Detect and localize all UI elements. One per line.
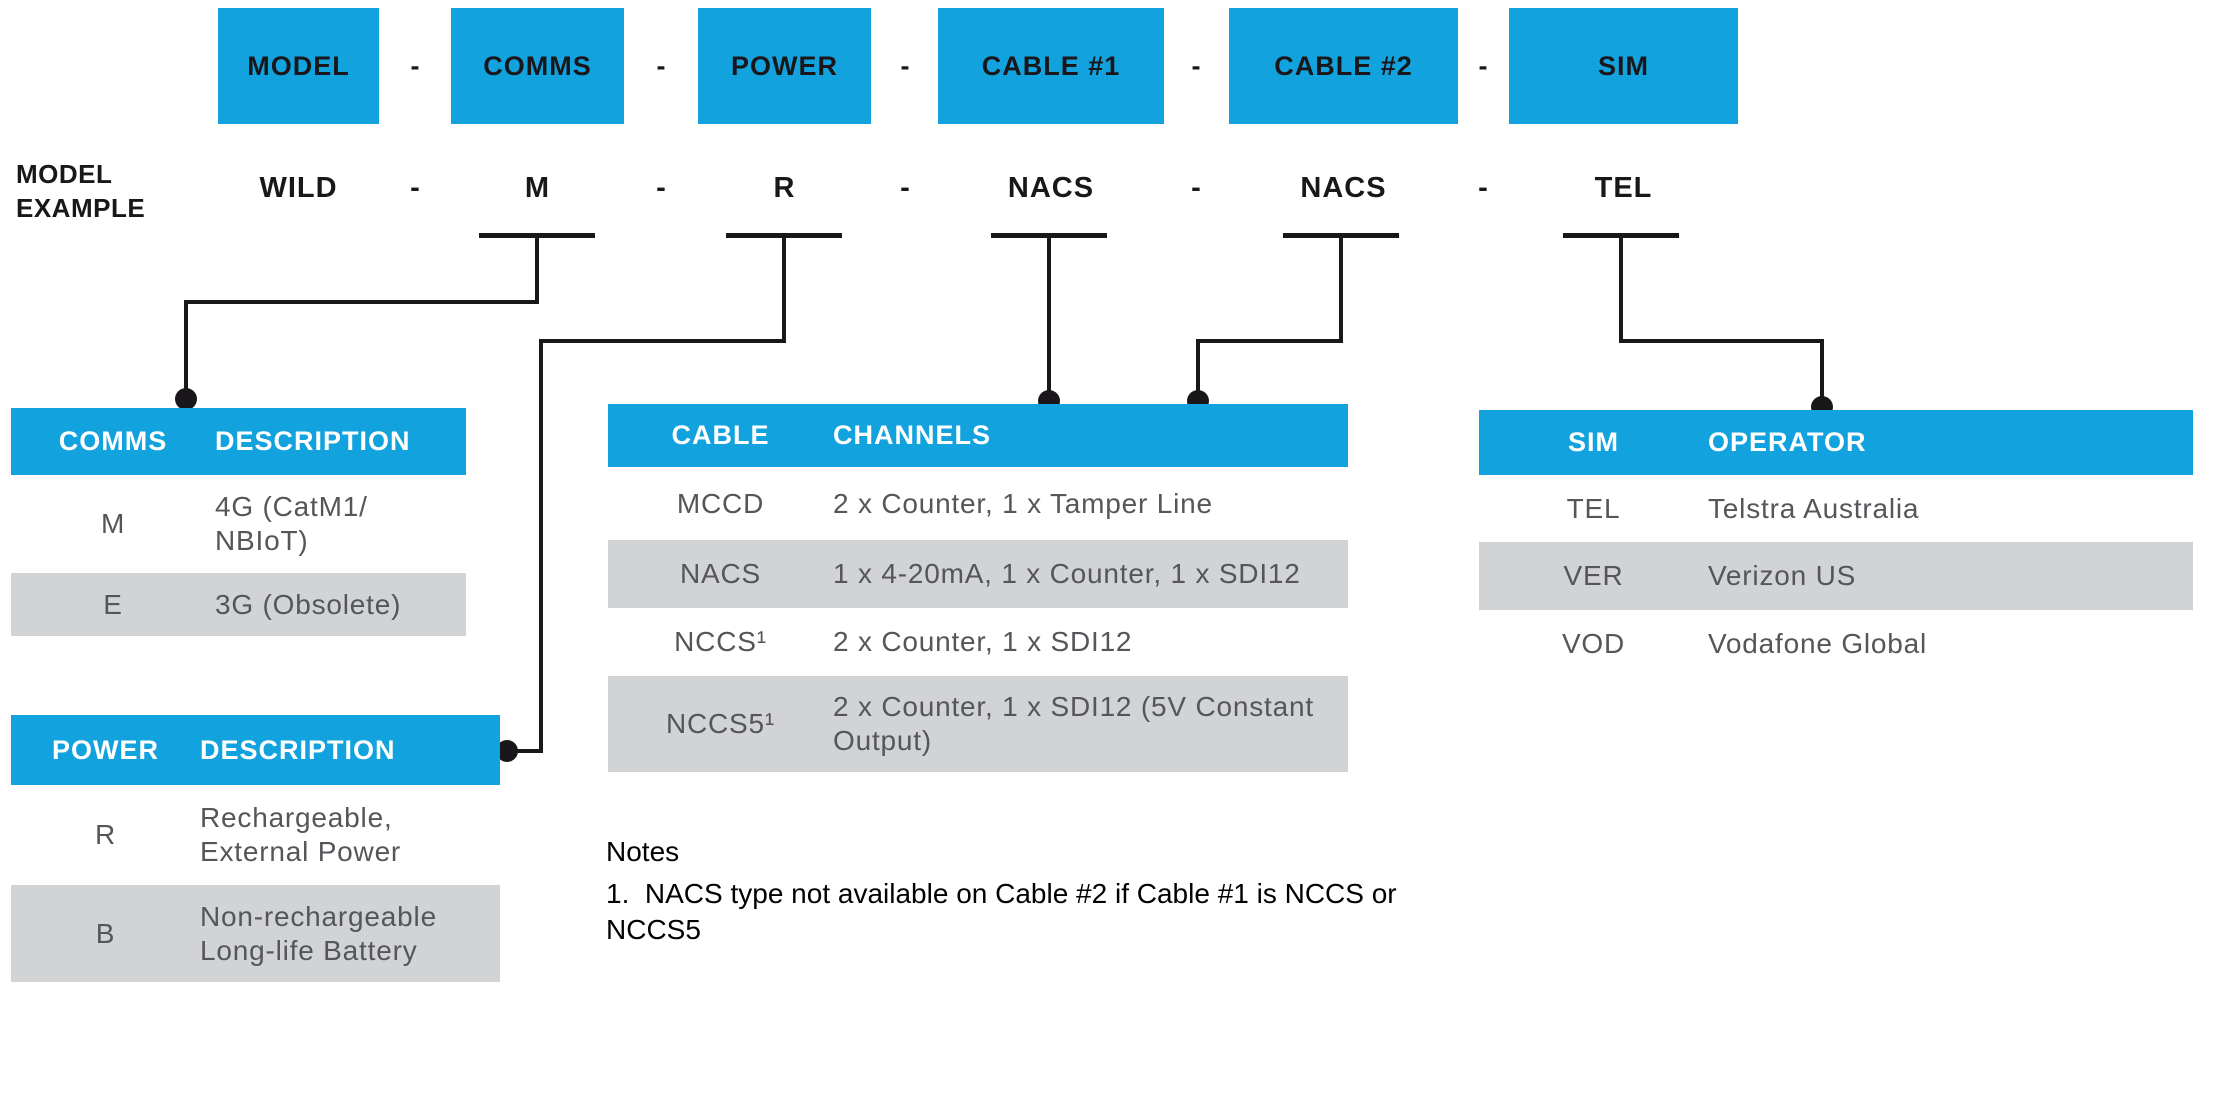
code-cell: NCCS5¹ [665, 708, 776, 739]
connector-cable2-line [1339, 238, 1343, 343]
power-table: POWER DESCRIPTION R Rechargeable, Extern… [11, 715, 500, 982]
sim-table: SIM OPERATOR TEL Telstra Australia VER V… [1479, 410, 2193, 678]
segment-separator: - [656, 50, 666, 81]
comms-table-header: COMMS DESCRIPTION [11, 408, 466, 475]
code-cell: M [100, 508, 126, 539]
connector-sim-line [1820, 339, 1824, 407]
segment-box-model: MODEL [218, 8, 379, 124]
column-header: DESCRIPTION [200, 734, 396, 765]
note-item: 1. NACS type not available on Cable #2 i… [606, 878, 1397, 945]
column-header: OPERATOR [1708, 427, 1867, 458]
example-separator: - [1191, 171, 1201, 204]
example-separator: - [900, 171, 910, 204]
table-row: E 3G (Obsolete) [11, 573, 466, 636]
segment-box-comms: COMMS [451, 8, 624, 124]
cable-table: CABLE CHANNELS MCCD 2 x Counter, 1 x Tam… [608, 404, 1348, 772]
connector-tbar-cable1 [991, 233, 1107, 238]
code-cell: R [94, 819, 117, 850]
desc-cell: 4G (CatM1/ NBIoT) [215, 491, 368, 556]
connector-power-dot [496, 740, 518, 762]
table-row: R Rechargeable, External Power [11, 785, 500, 885]
segment-box-power: POWER [698, 8, 871, 124]
column-header: SIM [1567, 427, 1619, 457]
connector-tbar-power [726, 233, 842, 238]
example-code-sim: TEL [1594, 171, 1653, 204]
column-header: POWER [51, 734, 159, 765]
sim-table-header: SIM OPERATOR [1479, 410, 2193, 475]
comms-table: COMMS DESCRIPTION M 4G (CatM1/ NBIoT) E … [11, 408, 466, 636]
example-separator: - [410, 171, 420, 204]
connector-comms-line [535, 238, 539, 304]
segment-box-cable1: CABLE #1 [938, 8, 1164, 124]
connector-sim-line [1619, 238, 1623, 343]
connector-power-line [782, 238, 786, 343]
power-table-header: POWER DESCRIPTION [11, 715, 500, 785]
column-header: DESCRIPTION [215, 426, 411, 457]
segment-box-cable2: CABLE #2 [1229, 8, 1458, 124]
code-cell: NACS [680, 558, 761, 589]
cable-table-header: CABLE CHANNELS [608, 404, 1348, 467]
desc-cell: 1 x 4-20mA, 1 x Counter, 1 x SDI12 [833, 558, 1301, 590]
code-cell: VOD [1561, 628, 1626, 659]
table-row: M 4G (CatM1/ NBIoT) [11, 475, 466, 573]
code-cell: E [103, 588, 123, 620]
connector-comms-dot [175, 388, 197, 410]
connector-cable2-line [1196, 339, 1343, 343]
connector-tbar-sim [1563, 233, 1679, 238]
connector-cable1-line [1047, 238, 1051, 398]
code-cell: TEL [1566, 492, 1621, 524]
example-code-cable1: NACS [1007, 171, 1095, 204]
table-row: MCCD 2 x Counter, 1 x Tamper Line [608, 467, 1348, 540]
table-row: TEL Telstra Australia [1479, 475, 2193, 542]
desc-cell: Telstra Australia [1708, 492, 1920, 524]
example-code-power: R [773, 171, 796, 204]
segment-separator: - [1191, 50, 1201, 81]
table-row: NACS 1 x 4-20mA, 1 x Counter, 1 x SDI12 [608, 540, 1348, 608]
code-cell: MCCD [676, 487, 765, 519]
column-header: CABLE [671, 420, 770, 450]
connector-comms-line [184, 300, 188, 400]
desc-cell: Non-rechargeable Long-life Battery [200, 900, 437, 966]
desc-cell: 2 x Counter, 1 x SDI12 (5V Constant Outp… [833, 691, 1314, 756]
example-separator: - [1478, 171, 1488, 204]
connector-tbar-comms [479, 233, 595, 238]
table-row: NCCS5¹ 2 x Counter, 1 x SDI12 (5V Consta… [608, 676, 1348, 772]
column-header: CHANNELS [833, 420, 992, 451]
desc-cell: 2 x Counter, 1 x SDI12 [833, 626, 1133, 658]
segment-box-sim: SIM [1509, 8, 1738, 124]
segment-separator: - [410, 50, 420, 81]
connector-power-line [507, 749, 543, 753]
desc-cell: Rechargeable, External Power [200, 802, 402, 867]
example-code-comms: M [524, 171, 551, 204]
connector-power-line [539, 339, 543, 753]
example-code-cable2: NACS [1300, 171, 1387, 204]
example-separator: - [656, 171, 666, 204]
segment-separator: - [1478, 50, 1488, 81]
connector-sim-line [1619, 339, 1824, 343]
desc-cell: 3G (Obsolete) [215, 588, 402, 620]
code-cell: B [95, 917, 116, 949]
example-code-model: WILD [259, 171, 338, 204]
notes-title: Notes [606, 836, 680, 867]
code-cell: VER [1563, 560, 1624, 591]
table-row: VER Verizon US [1479, 542, 2193, 610]
desc-cell: 2 x Counter, 1 x Tamper Line [833, 487, 1213, 519]
segment-separator: - [900, 50, 910, 81]
table-row: NCCS¹ 2 x Counter, 1 x SDI12 [608, 608, 1348, 676]
connector-comms-line [184, 300, 539, 304]
model-example-label: MODEL EXAMPLE [16, 159, 146, 223]
table-row: B Non-rechargeable Long-life Battery [11, 885, 500, 982]
code-cell: NCCS¹ [674, 626, 767, 657]
connector-tbar-cable2 [1283, 233, 1399, 238]
connector-cable2-line [1196, 339, 1200, 399]
desc-cell: Vodafone Global [1708, 628, 1928, 660]
desc-cell: Verizon US [1708, 560, 1857, 592]
connector-power-line [539, 339, 786, 343]
table-row: VOD Vodafone Global [1479, 610, 2193, 678]
column-header: COMMS [58, 426, 168, 456]
